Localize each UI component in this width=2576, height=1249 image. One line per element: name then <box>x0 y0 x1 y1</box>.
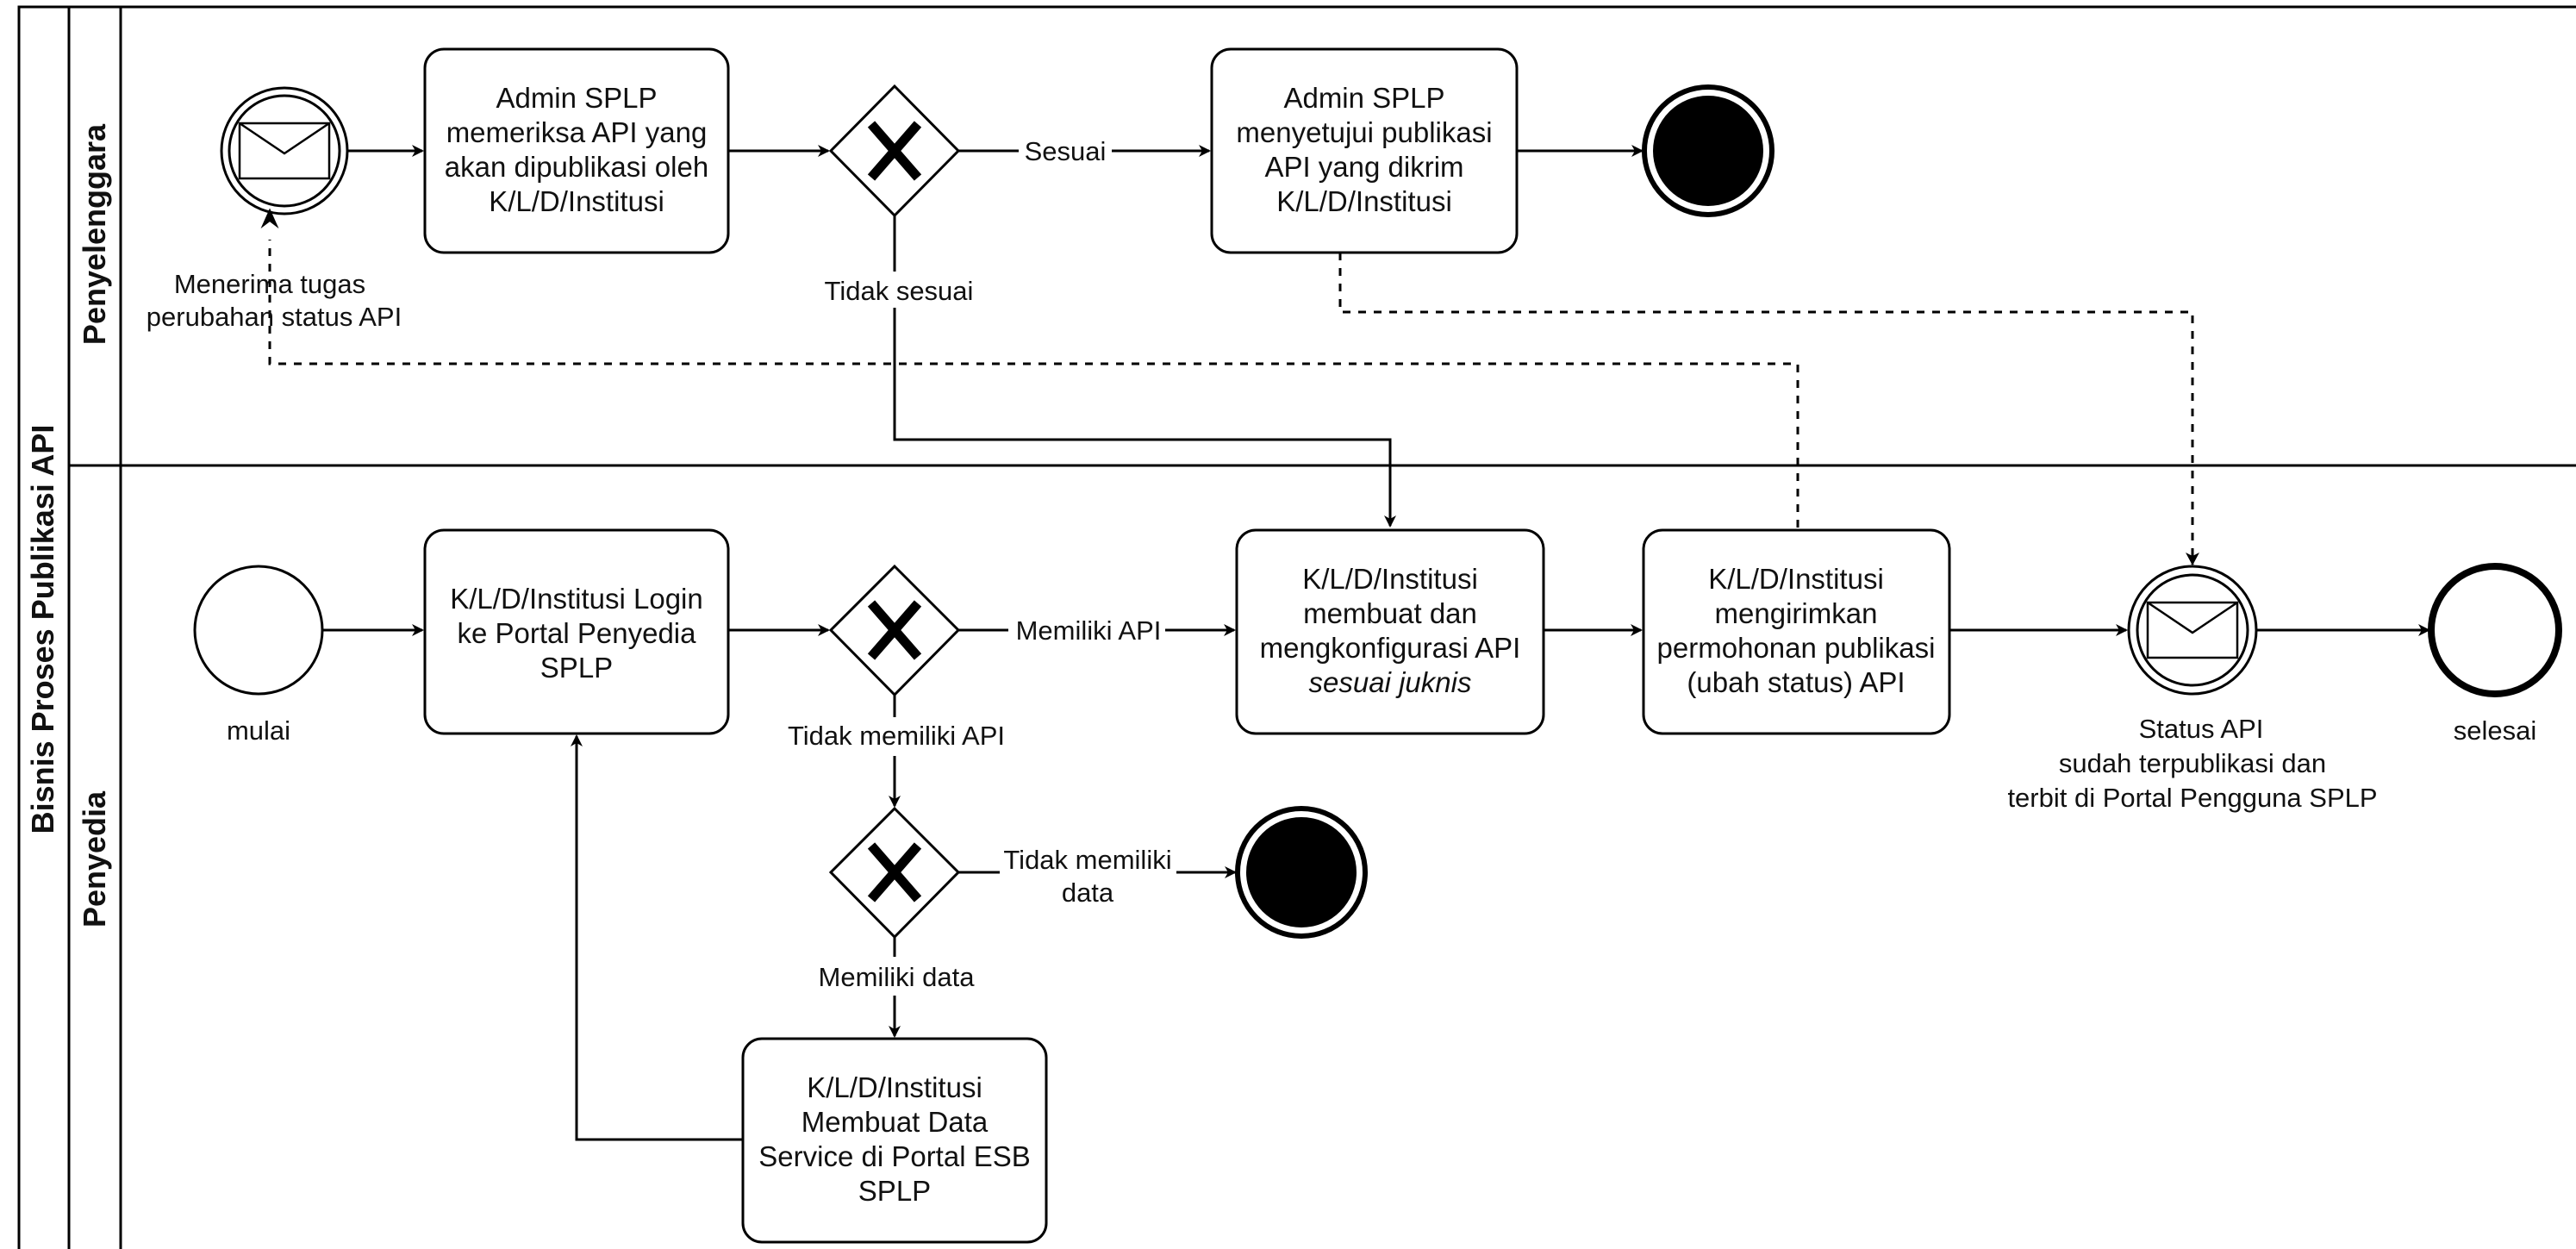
task-membuat-data-service-line-1: K/L/D/Institusi <box>807 1071 982 1103</box>
task-admin-menyetujui-line-1: Admin SPLP <box>1283 82 1444 114</box>
x-icon <box>867 600 922 660</box>
task-login-portal[interactable]: K/L/D/Institusi Login ke Portal Penyedia… <box>423 528 730 735</box>
task-mengirimkan-permohonan-line-2: mengirimkan <box>1715 597 1878 629</box>
task-membuat-konfigurasi[interactable]: K/L/D/Institusi membuat dan mengkonfigur… <box>1235 528 1545 735</box>
label-memiliki-api: Memiliki API <box>1016 615 1162 646</box>
task-admin-menyetujui[interactable]: Admin SPLP menyetujui publikasi API yang… <box>1210 47 1519 254</box>
task-membuat-konfigurasi-line-4: sesuai juknis <box>1309 666 1472 698</box>
task-membuat-data-service-line-3: Service di Portal ESB <box>758 1140 1030 1172</box>
label-sesuai: Sesuai <box>1025 136 1107 166</box>
lane-title-penyedia: Penyedia <box>77 790 112 927</box>
task-admin-memeriksa-line-1: Admin SPLP <box>496 82 657 114</box>
task-mengirimkan-permohonan-line-3: permohonan publikasi <box>1657 632 1936 664</box>
label-menerima-tugas-1: Menerima tugas <box>174 269 365 299</box>
label-menerima-tugas-2: perubahan status API <box>147 302 402 332</box>
label-memiliki-data: Memiliki data <box>819 962 976 992</box>
task-admin-memeriksa-line-4: K/L/D/Institusi <box>489 185 664 217</box>
task-admin-menyetujui-line-4: K/L/D/Institusi <box>1276 185 1452 217</box>
task-membuat-data-service-line-4: SPLP <box>858 1175 931 1207</box>
lane-title-penyelenggara: Penyelenggara <box>77 123 112 345</box>
exclusive-gateway-sesuai <box>828 84 961 218</box>
label-tidak-sesuai: Tidak sesuai <box>825 276 974 306</box>
task-mengirimkan-permohonan[interactable]: K/L/D/Institusi mengirimkan permohonan p… <box>1642 528 1951 735</box>
message-intermediate-event <box>2127 565 2258 696</box>
task-admin-memeriksa[interactable]: Admin SPLP memeriksa API yang akan dipub… <box>423 47 730 254</box>
message-start-event <box>220 86 349 215</box>
label-selesai: selesai <box>2454 715 2537 746</box>
start-event <box>193 565 324 696</box>
label-tidak-memiliki-data-2: data <box>1062 877 1114 908</box>
task-membuat-data-service[interactable]: K/L/D/Institusi Membuat Data Service di … <box>741 1037 1048 1244</box>
task-login-portal-line-1: K/L/D/Institusi Login <box>450 583 703 615</box>
task-admin-menyetujui-line-2: menyetujui publikasi <box>1236 116 1492 148</box>
label-status-api-3: terbit di Portal Pengguna SPLP <box>2007 783 2377 813</box>
message-flows <box>268 240 2199 565</box>
envelope-icon <box>2146 601 2239 659</box>
task-mengirimkan-permohonan-line-1: K/L/D/Institusi <box>1708 563 1884 595</box>
task-membuat-konfigurasi-line-3: mengkonfigurasi API <box>1260 632 1521 664</box>
task-admin-menyetujui-line-3: API yang dikrim <box>1264 151 1463 183</box>
exclusive-gateway-memiliki-data <box>828 806 961 940</box>
end-event-selesai <box>2428 563 2562 697</box>
label-status-api-2: sudah terpublikasi dan <box>2059 748 2326 778</box>
x-icon <box>867 121 922 181</box>
label-mulai: mulai <box>227 715 290 746</box>
envelope-icon <box>238 122 331 180</box>
task-membuat-data-service-line-2: Membuat Data <box>801 1106 989 1138</box>
flows-top <box>347 145 1644 528</box>
pool-title: Bisnis Proses Publikasi API <box>25 425 60 834</box>
task-login-portal-line-3: SPLP <box>540 652 613 684</box>
x-icon <box>867 842 922 902</box>
terminate-end-event-top <box>1642 84 1775 217</box>
label-tidak-memiliki-data-1: Tidak memiliki <box>1003 845 1171 875</box>
label-tidak-memiliki-api: Tidak memiliki API <box>788 721 1005 751</box>
terminate-end-event-bottom <box>1235 806 1368 939</box>
task-admin-memeriksa-line-2: memeriksa API yang <box>446 116 708 148</box>
message-flow-arrowhead <box>260 208 279 229</box>
label-status-api-1: Status API <box>2139 714 2264 744</box>
exclusive-gateway-memiliki-api <box>828 564 961 697</box>
flows-bottom <box>322 624 2430 1141</box>
task-login-portal-line-2: ke Portal Penyedia <box>457 617 696 649</box>
task-membuat-konfigurasi-line-1: K/L/D/Institusi <box>1302 563 1478 595</box>
pool <box>17 5 2576 1249</box>
task-admin-memeriksa-line-3: akan dipublikasi oleh <box>445 151 708 183</box>
task-mengirimkan-permohonan-line-4: (ubah status) API <box>1687 666 1905 698</box>
task-membuat-konfigurasi-line-2: membuat dan <box>1303 597 1477 629</box>
